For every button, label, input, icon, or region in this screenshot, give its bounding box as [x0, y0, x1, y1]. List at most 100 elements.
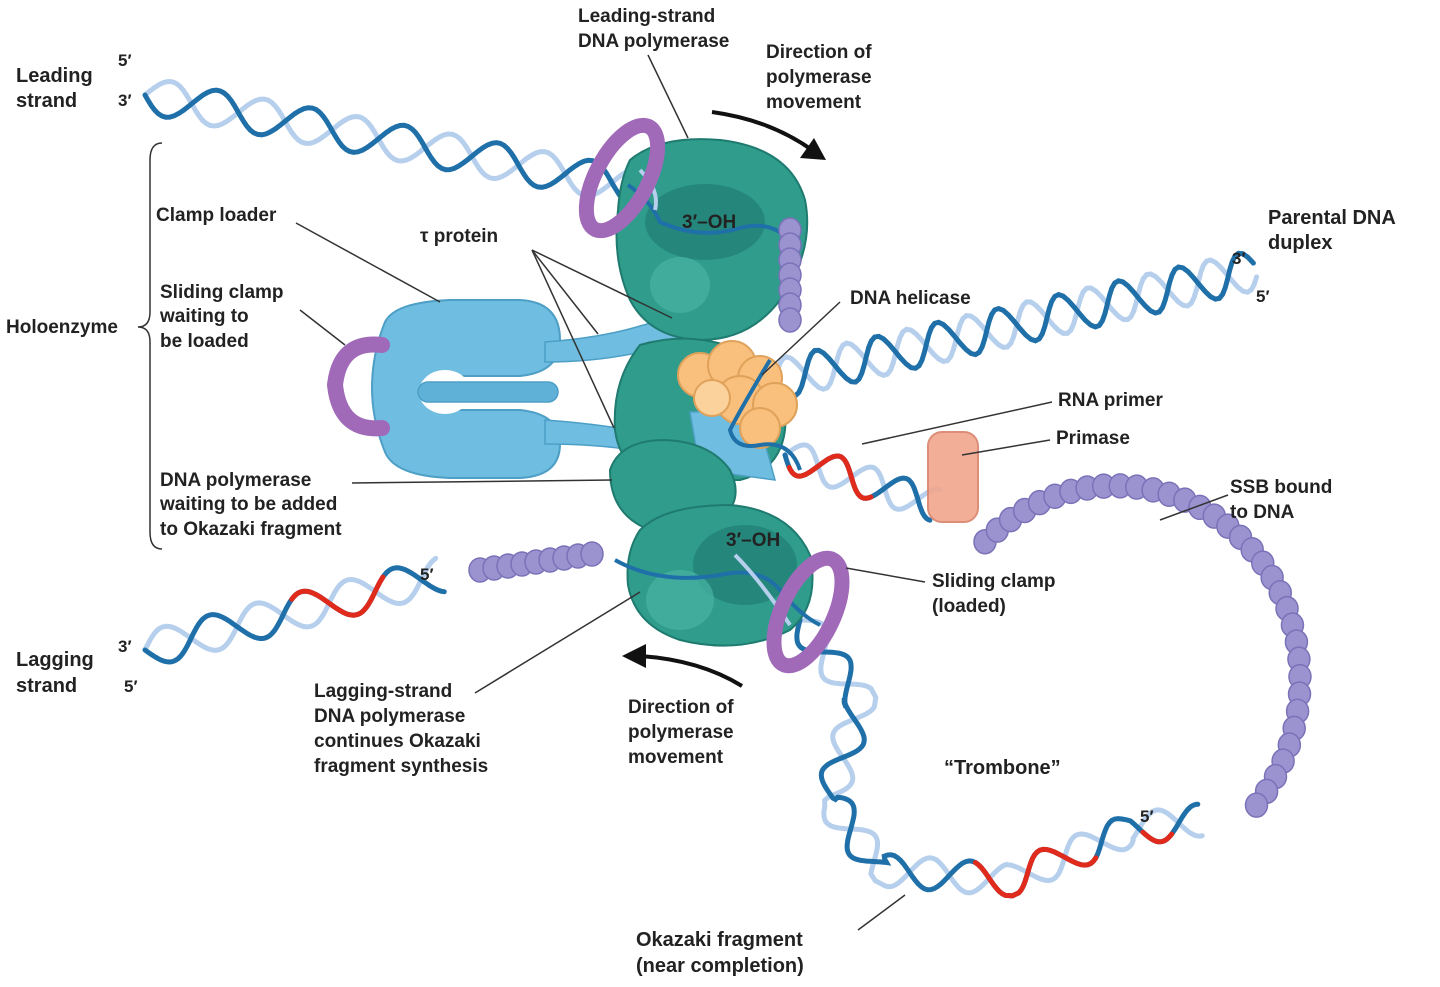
- label-oh-bottom: 3′–OH: [726, 530, 780, 551]
- label-leading-strand-1: Leading: [16, 65, 93, 87]
- label-ssb-2: to DNA: [1230, 502, 1295, 523]
- leader-tau-3: [531, 249, 615, 429]
- dna-strand: [972, 846, 1099, 899]
- holoenzyme-bracket: [137, 142, 163, 550]
- leader-clamp-loaded: [845, 567, 926, 583]
- label-lagging-pol-1: Lagging-strand: [314, 681, 452, 702]
- label-5-prime-top-left: 5′: [118, 51, 132, 70]
- dna-strand: [289, 574, 386, 618]
- leader-leading-pol: [647, 54, 689, 139]
- leader-clamp-loader: [295, 222, 441, 303]
- label-okazaki-2: (near completion): [636, 955, 804, 977]
- new-rna-primer-helix: [782, 442, 943, 523]
- leader-ssb: [1159, 494, 1229, 521]
- leading-template-in-polymerase: [638, 168, 658, 211]
- label-trombone: “Trombone”: [944, 757, 1061, 779]
- lagging-strand-in-polymerase: [614, 558, 821, 627]
- leading-sliding-clamp: [578, 117, 666, 239]
- label-lagging-strand-1: Lagging: [16, 649, 94, 671]
- clamp-loader: [370, 299, 562, 479]
- label-direction-top-2: polymerase: [766, 67, 872, 88]
- dna-strand: [786, 453, 874, 501]
- label-clamp-loader: Clamp loader: [156, 205, 277, 226]
- leader-primase: [961, 439, 1051, 456]
- dna-strand: [142, 565, 447, 665]
- label-5-prime-right: 5′: [1256, 287, 1270, 306]
- sliding-clamp-waiting: [326, 336, 390, 437]
- label-ssb-1: SSB bound: [1230, 477, 1332, 498]
- label-direction-bottom-1: Direction of: [628, 697, 734, 718]
- dna-strand: [772, 250, 1256, 399]
- leader-lagging-pol: [474, 591, 641, 694]
- label-okazaki-1: Okazaki fragment: [636, 929, 803, 951]
- label-direction-bottom-2: polymerase: [628, 722, 734, 743]
- label-primase: Primase: [1056, 428, 1130, 449]
- label-lagging-strand-2: strand: [16, 675, 77, 697]
- label-5-prime-bottom-left: 5′: [124, 677, 138, 696]
- label-parental-duplex-1: Parental DNA: [1268, 207, 1396, 229]
- leading-strand-helix: [142, 78, 631, 202]
- label-leading-pol-1: Leading-strand: [578, 6, 715, 27]
- primase: [927, 431, 979, 523]
- label-rna-primer: RNA primer: [1058, 390, 1163, 411]
- label-direction-bottom-3: movement: [628, 747, 724, 768]
- label-clamp-waiting-1: Sliding clamp: [160, 282, 284, 303]
- label-leading-strand-2: strand: [16, 90, 77, 112]
- ssb-on-lagging-strand: [468, 541, 604, 583]
- ssb-bead: [580, 541, 604, 567]
- dna-strand: [772, 257, 1260, 392]
- label-5-prime-lagging-primer: 5′: [420, 565, 434, 584]
- ssb-bead: [778, 307, 802, 333]
- label-pol-waiting-2: waiting to be added: [159, 494, 337, 515]
- ssb-bound-to-dna: [973, 473, 1312, 818]
- ssb-on-leading-template: [778, 217, 802, 333]
- leader-clamp-waiting: [299, 309, 346, 346]
- parental-duplex-helix: [772, 250, 1260, 399]
- dna-strand: [794, 617, 1201, 899]
- label-clamp-waiting-3: be loaded: [160, 331, 249, 352]
- label-clamp-loaded-2: (loaded): [932, 596, 1006, 617]
- leader-tau-1: [531, 249, 673, 319]
- ssb-bead: [1244, 792, 1269, 818]
- lagging-strand-helix: [142, 555, 447, 665]
- dna-strand: [142, 87, 625, 202]
- label-parental-duplex-2: duplex: [1268, 232, 1332, 254]
- label-lagging-pol-2: DNA polymerase: [314, 706, 465, 727]
- label-direction-top-1: Direction of: [766, 42, 872, 63]
- label-5-prime-okazaki-primer: 5′: [1140, 807, 1154, 826]
- label-tau-protein: τ protein: [420, 226, 498, 247]
- dna-strand: [797, 617, 1205, 896]
- direction-arrow-top: [711, 110, 826, 160]
- leader-helicase: [761, 301, 841, 376]
- label-pol-waiting-3: to Okazaki fragment: [160, 519, 342, 540]
- label-lagging-pol-4: fragment synthesis: [314, 756, 488, 777]
- label-holoenzyme: Holoenzyme: [6, 317, 118, 338]
- dna-strand: [1140, 829, 1175, 845]
- leader-pol-waiting: [351, 479, 613, 484]
- leader-tau-2: [531, 249, 599, 335]
- label-3-prime-bottom-left: 3′: [118, 637, 132, 656]
- label-oh-top: 3′–OH: [682, 212, 736, 233]
- label-dna-helicase: DNA helicase: [850, 288, 971, 309]
- label-pol-waiting-1: DNA polymerase: [160, 470, 311, 491]
- leading-strand-polymerase: [615, 138, 809, 342]
- leader-okazaki: [857, 894, 906, 931]
- dna-strand: [782, 442, 943, 512]
- lagging-template-through-helicase: [727, 358, 802, 471]
- dna-strand: [142, 555, 439, 653]
- loaded-sliding-clamp: [766, 550, 850, 674]
- leader-rna-primer: [861, 401, 1053, 445]
- label-3-prime-top-left: 3′: [118, 91, 132, 110]
- label-3-prime-right: 3′: [1232, 249, 1246, 268]
- leading-new-strand-in-polymerase: [626, 183, 792, 242]
- trombone-loop-helix: [794, 617, 1205, 899]
- dna-strand: [142, 78, 631, 199]
- label-direction-top-3: movement: [766, 92, 862, 113]
- direction-arrow-bottom: [622, 644, 744, 688]
- label-leading-pol-2: DNA polymerase: [578, 31, 729, 52]
- label-clamp-waiting-2: waiting to: [159, 306, 249, 327]
- label-lagging-pol-3: continues Okazaki: [314, 731, 481, 752]
- label-clamp-loaded-1: Sliding clamp: [932, 571, 1056, 592]
